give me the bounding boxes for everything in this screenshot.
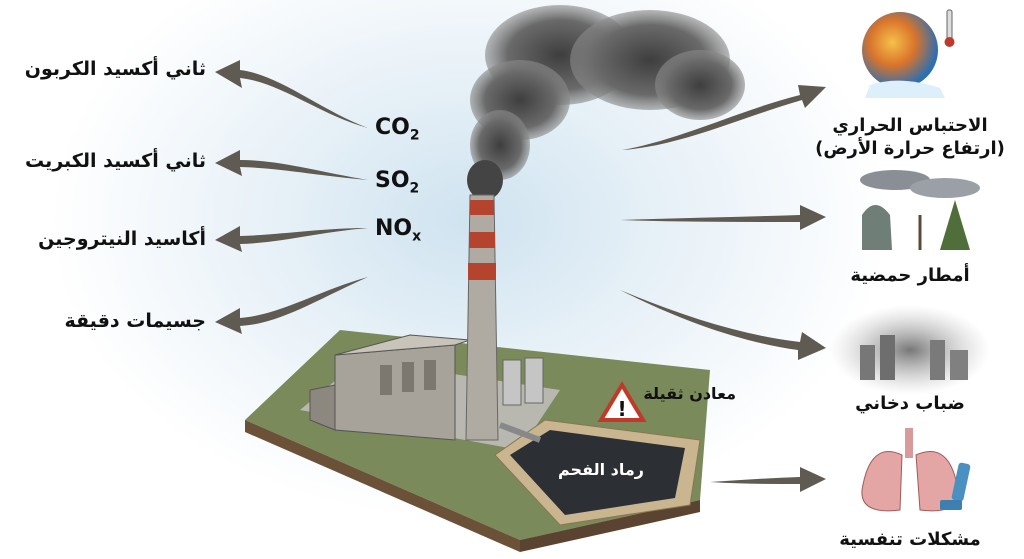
arrow-particulates (215, 277, 368, 334)
globe-warming-icon (862, 9, 955, 98)
label-particulates: جسيمات دقيقة (64, 310, 206, 332)
formula-nox: NOx (375, 216, 422, 245)
global-warming-subtitle: (ارتفاع حرارة الأرض) (815, 138, 1005, 159)
smokestack (465, 194, 499, 441)
arrow-nox (215, 226, 368, 252)
label-smog: ضباب دخاني (855, 393, 965, 414)
formula-co2: CO2 (375, 115, 420, 144)
label-respiratory: مشكلات تنفسية (839, 529, 981, 550)
right-arrows (620, 85, 826, 492)
label-coal-ash: رماد الفحم (558, 460, 644, 479)
lungs-inhaler-icon (861, 428, 971, 512)
label-acid-rain: أمطار حمضية (850, 265, 970, 286)
arrow-warming (622, 85, 826, 150)
arrow-acid-rain (620, 205, 826, 230)
power-plant-building (309, 334, 544, 441)
left-arrows (215, 60, 368, 334)
warning-icon: ! (597, 381, 647, 422)
label-nitrogen-oxides: أكاسيد النيتروجين (38, 228, 206, 250)
label-global-warming: الاحتباس الحراري (ارتفاع حرارة الأرض) (810, 114, 1010, 160)
global-warming-title: الاحتباس الحراري (832, 115, 988, 136)
smog-city-icon (830, 305, 990, 395)
arrow-so2 (215, 150, 368, 180)
arrow-co2 (215, 60, 368, 128)
smoke-plume (467, 5, 745, 200)
label-carbon-dioxide: ثاني أكسيد الكربون (24, 58, 206, 80)
arrow-respiratory (710, 467, 826, 492)
coal-ash-pond (494, 419, 701, 526)
formula-so2: SO2 (375, 168, 420, 197)
acid-rain-icon (860, 170, 980, 250)
label-sulfur-dioxide: ثاني أكسيد الكبريت (24, 150, 206, 172)
arrow-smog (620, 290, 826, 360)
label-heavy-metals: معادن ثقيلة (643, 384, 736, 403)
svg-text:!: ! (617, 397, 626, 421)
